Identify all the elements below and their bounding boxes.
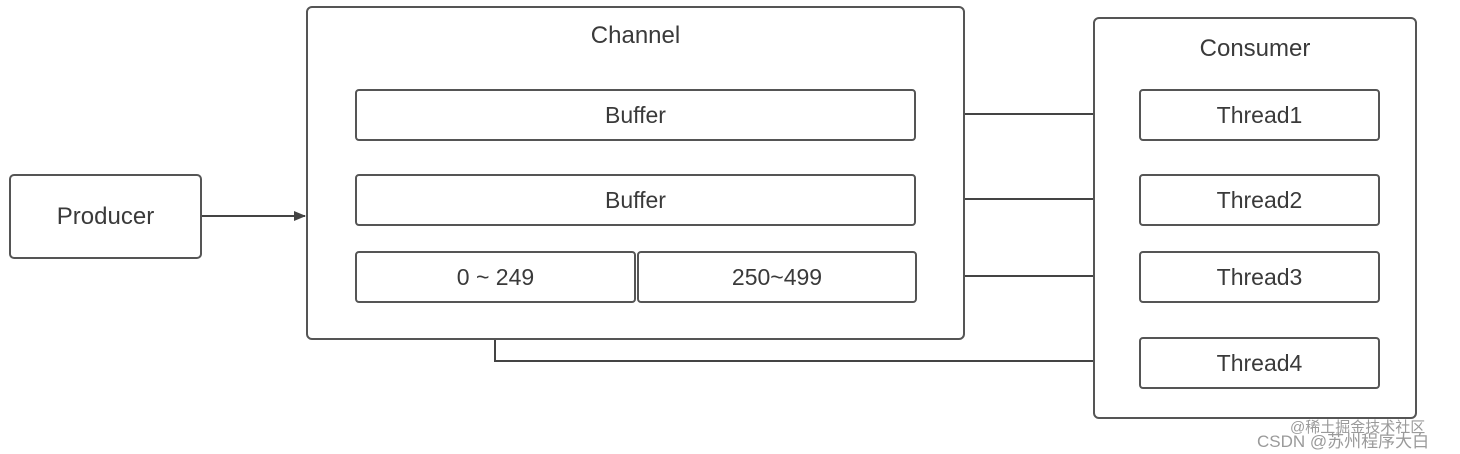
buffer-label: Buffer: [605, 101, 666, 128]
thread-label: Thread2: [1216, 186, 1303, 213]
thread-label: Thread4: [1216, 349, 1303, 376]
channel-segment-2: 250~499: [637, 251, 917, 303]
channel-buffer-1: Buffer: [355, 89, 916, 141]
buffer-label: Buffer: [605, 186, 666, 213]
producer-label: Producer: [56, 202, 155, 230]
producer-box: Producer: [9, 174, 202, 259]
segment-label: 0 ~ 249: [456, 263, 535, 290]
consumer-title: Consumer: [1199, 35, 1311, 62]
channel-segment-1: 0 ~ 249: [355, 251, 636, 303]
consumer-thread-3: Thread3: [1139, 251, 1380, 303]
thread-label: Thread3: [1216, 263, 1303, 290]
channel-title: Channel: [590, 22, 681, 49]
channel-buffer-2: Buffer: [355, 174, 916, 226]
segment-label: 250~499: [731, 263, 823, 290]
consumer-thread-4: Thread4: [1139, 337, 1380, 389]
watermark-line-1: @稀土掘金技术社区: [1290, 419, 1426, 436]
thread-label: Thread1: [1216, 101, 1303, 128]
consumer-thread-2: Thread2: [1139, 174, 1380, 226]
watermark-line-2: CSDN @苏州程序大白: [1257, 432, 1430, 451]
consumer-thread-1: Thread1: [1139, 89, 1380, 141]
